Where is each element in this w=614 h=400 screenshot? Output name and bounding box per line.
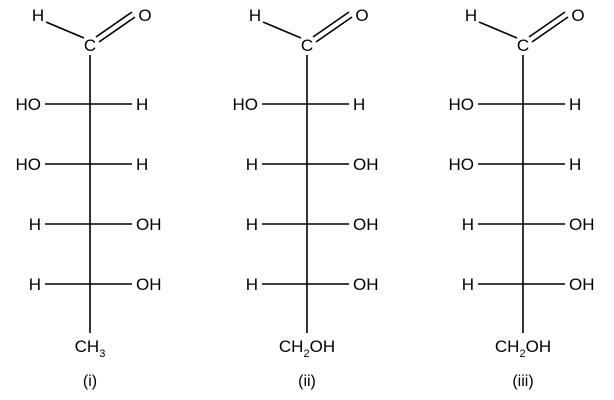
right-substituent-label: H <box>136 95 148 114</box>
right-substituent-label: OH <box>136 215 162 234</box>
left-substituent-label: H <box>246 215 258 234</box>
left-substituent-label: HO <box>233 95 259 114</box>
right-substituent-label: OH <box>353 215 379 234</box>
left-substituent-label: H <box>246 155 258 174</box>
left-substituent-label: HO <box>449 155 475 174</box>
left-substituent-label: HO <box>449 95 475 114</box>
carbonyl-oxygen-label: O <box>571 6 584 25</box>
structure-caption: (iii) <box>512 373 533 390</box>
right-substituent-label: OH <box>569 275 595 294</box>
carbonyl-double-bond-upper <box>528 11 566 38</box>
right-substituent-label: H <box>353 95 365 114</box>
right-substituent-label: OH <box>136 275 162 294</box>
carbonyl-carbon-label: C <box>517 36 529 55</box>
structure-caption: (ii) <box>298 373 316 390</box>
aldehyde-h-c-bond <box>478 21 518 39</box>
left-substituent-label: H <box>29 275 41 294</box>
right-substituent-label: H <box>569 155 581 174</box>
right-substituent-label: OH <box>353 155 379 174</box>
carbonyl-double-bond-upper <box>312 11 350 38</box>
aldehyde-hydrogen-label: H <box>32 6 44 25</box>
left-substituent-label: HO <box>16 155 42 174</box>
left-substituent-label: H <box>462 215 474 234</box>
terminal-group-label: CH2OH <box>495 337 551 360</box>
carbonyl-double-bond-upper <box>95 11 133 38</box>
terminal-group-label: CH2OH <box>279 337 335 360</box>
terminal-group-label: CH3 <box>75 337 106 360</box>
left-substituent-label: H <box>462 275 474 294</box>
carbonyl-double-bond-lower <box>531 16 569 43</box>
carbonyl-carbon-label: C <box>301 36 313 55</box>
right-substituent-label: H <box>136 155 148 174</box>
right-substituent-label: OH <box>353 275 379 294</box>
carbonyl-double-bond-lower <box>98 16 136 43</box>
right-substituent-label: OH <box>569 215 595 234</box>
aldehyde-h-c-bond <box>45 21 85 39</box>
aldehyde-hydrogen-label: H <box>249 6 261 25</box>
structure-caption: (i) <box>83 373 97 390</box>
carbonyl-carbon-label: C <box>84 36 96 55</box>
left-substituent-label: H <box>246 275 258 294</box>
aldehyde-hydrogen-label: H <box>465 6 477 25</box>
carbonyl-oxygen-label: O <box>138 6 151 25</box>
left-substituent-label: H <box>29 215 41 234</box>
carbonyl-oxygen-label: O <box>355 6 368 25</box>
left-substituent-label: HO <box>16 95 42 114</box>
carbonyl-double-bond-lower <box>315 16 353 43</box>
aldehyde-h-c-bond <box>262 21 302 39</box>
right-substituent-label: H <box>569 95 581 114</box>
